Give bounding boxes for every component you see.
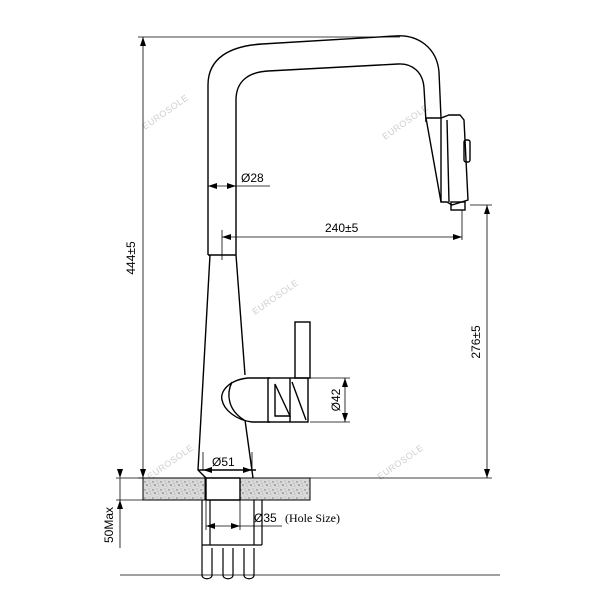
handle-hub-edge <box>228 381 245 421</box>
hose-end <box>222 548 234 580</box>
arrowhead <box>203 467 212 473</box>
handle-bevel-line <box>291 381 307 421</box>
counter-left-section <box>142 477 206 501</box>
label-spout-diameter: Ø28 <box>241 171 264 185</box>
watermark-text: EUROSOLE <box>380 102 430 141</box>
label-max-deck-thickness: 50Max <box>102 507 116 543</box>
arrowhead <box>453 234 462 240</box>
label-total-height: 444±5 <box>124 241 138 275</box>
label-hole-note: (Hole Size) <box>285 511 340 525</box>
faucet-body <box>197 35 471 501</box>
arrowhead <box>117 469 123 478</box>
handle-lever <box>294 321 311 379</box>
counter-right-section <box>239 477 311 501</box>
arrowhead <box>342 378 348 387</box>
gooseneck-inner <box>235 63 427 255</box>
handle-detail <box>274 383 292 417</box>
watermark-text: EUROSOLE <box>140 92 190 131</box>
label-base-diameter: Ø51 <box>212 455 235 469</box>
arrowhead <box>117 500 123 509</box>
watermark-text: EUROSOLE <box>145 442 195 481</box>
arrowhead <box>227 183 236 189</box>
dimension-labels: 444±5 276±5 240±5 Ø28 Ø51 Ø42 Ø35 (Hole … <box>102 171 483 543</box>
watermark-text: EUROSOLE <box>250 277 300 316</box>
body-right-edge <box>235 254 246 376</box>
arrowhead <box>243 467 252 473</box>
body-left-edge <box>197 254 211 479</box>
label-spout-height: 276±5 <box>469 325 483 359</box>
hose-end <box>243 548 255 580</box>
label-hole-diameter: Ø35 <box>254 511 277 525</box>
spray-head-outlet <box>450 201 466 211</box>
arrowhead <box>484 205 490 214</box>
arrowhead <box>208 183 217 189</box>
watermark-text: EUROSOLE <box>375 442 425 481</box>
label-reach: 240±5 <box>325 221 359 235</box>
spray-button <box>463 139 471 163</box>
arrowheads <box>117 37 490 529</box>
gooseneck-outer <box>207 35 442 255</box>
arrowhead <box>231 523 240 529</box>
counter-top <box>142 477 311 501</box>
label-handle-diameter: Ø42 <box>329 388 343 411</box>
arrowhead <box>140 469 146 478</box>
dimension-lines <box>116 36 500 576</box>
arrowhead <box>342 413 348 422</box>
arrowhead <box>484 469 490 478</box>
spray-head <box>425 114 469 206</box>
handle-cylinder <box>267 377 309 423</box>
mounting-hardware <box>201 500 263 580</box>
arrowhead <box>206 523 215 529</box>
hose-end <box>201 545 213 580</box>
arrowhead <box>222 234 231 240</box>
watermarks: EUROSOLE EUROSOLE EUROSOLE EUROSOLE EURO… <box>140 92 430 481</box>
spray-head-seam <box>446 119 450 203</box>
arrowhead <box>140 37 146 46</box>
